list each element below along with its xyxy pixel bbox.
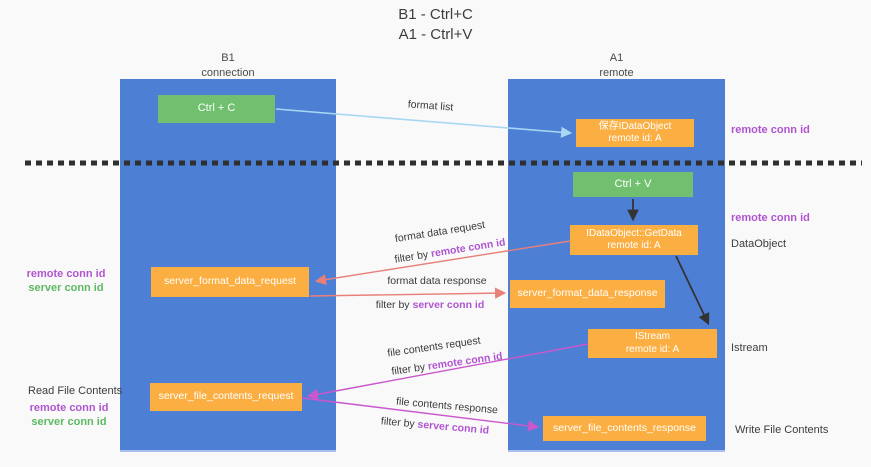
server-format-data-response-node: server_format_data_response bbox=[510, 280, 665, 308]
getdata-line1: IDataObject::GetData bbox=[586, 227, 682, 239]
left-column-name: B1 bbox=[221, 52, 235, 64]
filter-prefix: filter by bbox=[375, 299, 413, 311]
right-column-name: A1 bbox=[609, 52, 624, 64]
istream-annotation: Istream bbox=[731, 342, 768, 354]
save-idataobject-node: 保存IDataObject remote id: A bbox=[576, 119, 694, 147]
save-idataobject-line1: 保存IDataObject bbox=[598, 120, 672, 132]
format-list-arrow bbox=[275, 108, 573, 138]
remote-conn-id-annotation: remote conn id bbox=[26, 268, 106, 280]
server-conn-id-highlight: server conn id bbox=[412, 299, 485, 311]
ctrl-v-node: Ctrl + V bbox=[573, 172, 693, 197]
istream-line2: remote id: A bbox=[625, 343, 680, 355]
title-line-1: B1 - Ctrl+C bbox=[398, 6, 473, 23]
file-contents-request-arrow bbox=[306, 343, 589, 400]
server-file-contents-response-label: server_file_contents_response bbox=[552, 421, 696, 434]
conn-id-annotation-left-bottom: remote conn id server conn id bbox=[28, 401, 110, 429]
getdata-line2: remote id: A bbox=[607, 240, 661, 251]
server-conn-id-annotation: server conn id bbox=[28, 282, 104, 294]
right-column-header: A1 remote bbox=[508, 51, 725, 81]
server-conn-id-annotation: server conn id bbox=[31, 416, 107, 428]
write-file-contents-annotation: Write File Contents bbox=[735, 424, 829, 436]
left-column-sub: connection bbox=[201, 66, 255, 79]
istream-line1: IStream bbox=[634, 331, 670, 342]
istream-node: IStream remote id: A bbox=[588, 329, 717, 358]
left-column-header: B1 connection bbox=[120, 51, 336, 81]
getdata-to-istream-arrow bbox=[675, 255, 710, 326]
save-idataobject-line2: remote id: A bbox=[608, 133, 662, 144]
ctrl-c-node: Ctrl + C bbox=[158, 95, 275, 123]
file-contents-response-arrow bbox=[301, 397, 540, 432]
server-file-contents-request-label: server_file_contents_request bbox=[158, 390, 294, 403]
server-file-contents-response-node: server_file_contents_response bbox=[543, 416, 706, 441]
ctrl-v-label: Ctrl + V bbox=[614, 177, 652, 190]
filter-by-server-conn-id-label-1: filter by server conn id bbox=[371, 299, 489, 311]
remote-conn-id-annotation: remote conn id bbox=[29, 402, 109, 414]
title-line-2: A1 - Ctrl+V bbox=[398, 26, 473, 43]
format-data-response-arrow bbox=[309, 287, 507, 299]
idataobject-getdata-node: IDataObject::GetData remote id: A bbox=[570, 225, 698, 255]
server-format-data-request-label: server_format_data_request bbox=[164, 275, 296, 288]
format-data-response-label: format data response bbox=[387, 275, 487, 287]
read-file-contents-annotation: Read File Contents bbox=[28, 385, 123, 397]
dataobject-annotation: DataObject bbox=[731, 238, 787, 250]
remote-conn-id-annotation-top-right: remote conn id bbox=[731, 124, 810, 136]
remote-conn-id-annotation-mid-right: remote conn id bbox=[731, 212, 810, 224]
right-column-sub: remote bbox=[599, 66, 634, 79]
conn-id-annotation-left-top: remote conn id server conn id bbox=[25, 267, 107, 295]
server-file-contents-request-node: server_file_contents_request bbox=[150, 383, 302, 411]
format-data-request-arrow bbox=[314, 240, 571, 286]
server-format-data-response-label: server_format_data_response bbox=[517, 287, 658, 300]
server-format-data-request-node: server_format_data_request bbox=[151, 267, 309, 297]
ctrl-c-label: Ctrl + C bbox=[197, 102, 236, 115]
